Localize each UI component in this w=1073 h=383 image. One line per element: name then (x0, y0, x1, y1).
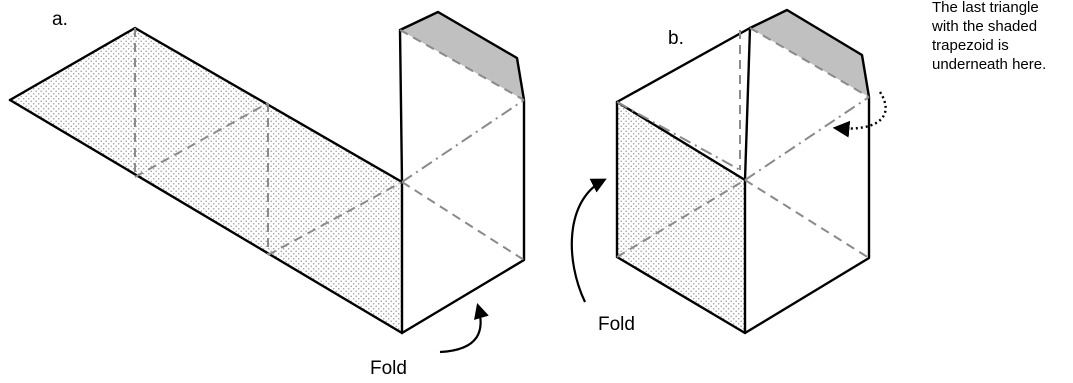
figure-a-panel-top-dash (399, 29, 525, 101)
figure-b-dashdot-right (744, 96, 870, 181)
figure-a-fold-label: Fold (370, 358, 407, 379)
figure-b-front-edge (615, 100, 747, 182)
figure-a-label: a. (52, 9, 68, 30)
figure-b-shaded-trapezoid (750, 10, 869, 97)
figure-a-shaded-trapezoid (400, 12, 524, 100)
figure-a: a. Fold (8, 9, 526, 379)
figure-b-fold-arrow (570, 178, 607, 303)
figure-b-note-line-3: trapezoid is (932, 37, 1009, 54)
figure-a-stippled-strip (10, 28, 402, 333)
figure-a-panel-diagonal (401, 181, 525, 261)
figure-a-panel-dashdot (401, 99, 525, 183)
figure-b-panel-edge (743, 26, 752, 182)
figure-b-note-arrow (832, 91, 887, 138)
figure-b-right-diagonal (744, 179, 870, 259)
figure-b-panel-top-dash (749, 27, 870, 98)
figure-b-fold-label: Fold (598, 314, 635, 335)
figure-a-fold-line-2 (134, 102, 269, 178)
figure-a-fold-line-4 (267, 181, 403, 256)
figure-b-label: b. (668, 28, 684, 49)
figure-b: b. Fold The last triangle with the shade… (570, 0, 1046, 335)
figure-a-fold-arrow (439, 303, 489, 354)
figure-a-strip-bottom-edge (8, 98, 404, 335)
figure-b-left-diagonal (616, 179, 746, 258)
figure-b-note-line-1: The last triangle (932, 0, 1039, 16)
figure-b-note-line-4: underneath here. (932, 56, 1046, 73)
figure-b-note-line-2: with the shaded (931, 18, 1037, 35)
